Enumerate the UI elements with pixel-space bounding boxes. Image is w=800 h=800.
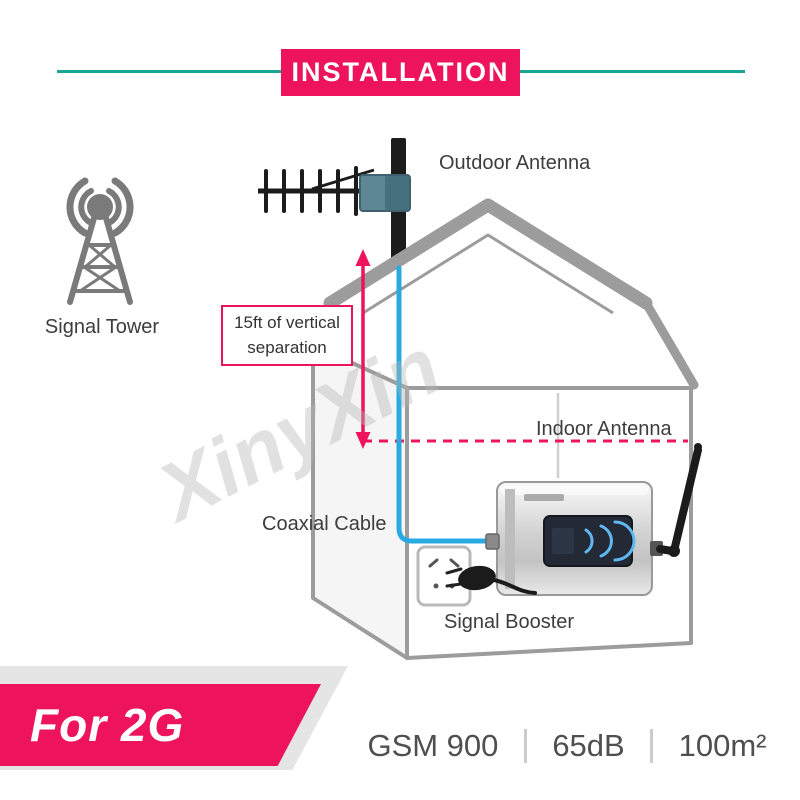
signal-wave-indicator: [584, 520, 636, 562]
roof-inner-line: [362, 233, 614, 315]
whip-antenna: [670, 446, 702, 555]
left-connector: [485, 533, 500, 550]
house-roof: [323, 198, 653, 310]
outdoor-antenna-label: Outdoor Antenna: [439, 152, 591, 174]
spec-divider: [650, 729, 654, 763]
spec-gain: 65dB: [552, 728, 625, 763]
tower-rungs: [74, 243, 126, 293]
spec-coverage: 100m²: [678, 728, 767, 763]
antenna-mount-side: [385, 176, 409, 210]
indoor-antenna-icon: [656, 443, 702, 557]
booster-top-shine: [501, 486, 648, 495]
for-2g-badge: For 2G: [0, 684, 321, 766]
separation-arrow: [355, 249, 688, 449]
coaxial-cable-label: Coaxial Cable: [262, 513, 387, 535]
arrow-head-top: [355, 249, 371, 266]
spec-row: GSM 900 65dB 100m²: [342, 722, 792, 770]
booster-label-strip: [524, 494, 564, 501]
house-left-wall: [311, 343, 409, 660]
signal-tower-label: Signal Tower: [44, 316, 160, 338]
radio-wave-left-outer: [66, 177, 89, 237]
power-plug: [445, 565, 537, 595]
installation-banner: INSTALLATION: [281, 49, 520, 96]
signal-booster-device: [485, 481, 663, 596]
antenna-elements: [264, 166, 358, 216]
signal-booster-label: Signal Booster: [444, 611, 575, 633]
radio-wave-right-inner: [106, 188, 122, 226]
separation-note-line1: 15ft of vertical: [234, 313, 340, 332]
signal-tower-icon: [66, 177, 134, 305]
separation-note-line2: separation: [247, 337, 327, 357]
socket-hole-left: [433, 583, 439, 589]
house-gable-fill: [330, 205, 646, 303]
display-lcd: [552, 528, 574, 554]
socket-slots: [428, 558, 460, 568]
banner-title: INSTALLATION: [291, 57, 510, 87]
whip-antenna-tip: [694, 443, 702, 451]
separation-note: 15ft of vertical separation: [221, 305, 353, 367]
power-cord: [492, 578, 537, 595]
antenna-strut: [311, 168, 375, 191]
plug-body: [458, 565, 496, 591]
plug-prongs: [445, 567, 463, 588]
roof-right-edge: [641, 298, 699, 390]
spec-divider: [523, 729, 527, 763]
radio-wave-left-inner: [78, 188, 94, 226]
coaxial-cable-line: [396, 265, 500, 544]
tower-head: [87, 194, 113, 220]
tower-leg-left: [67, 215, 97, 305]
for-2g-badge-label: For 2G: [30, 699, 185, 751]
indoor-antenna-label: Indoor Antenna: [536, 418, 672, 440]
tower-braces: [78, 243, 122, 293]
tower-leg-right: [103, 215, 133, 305]
spec-gsm-band: GSM 900: [367, 728, 499, 763]
outdoor-antenna-icon: [258, 138, 411, 268]
radio-wave-right-outer: [111, 177, 134, 237]
booster-left-stripe: [505, 489, 515, 589]
